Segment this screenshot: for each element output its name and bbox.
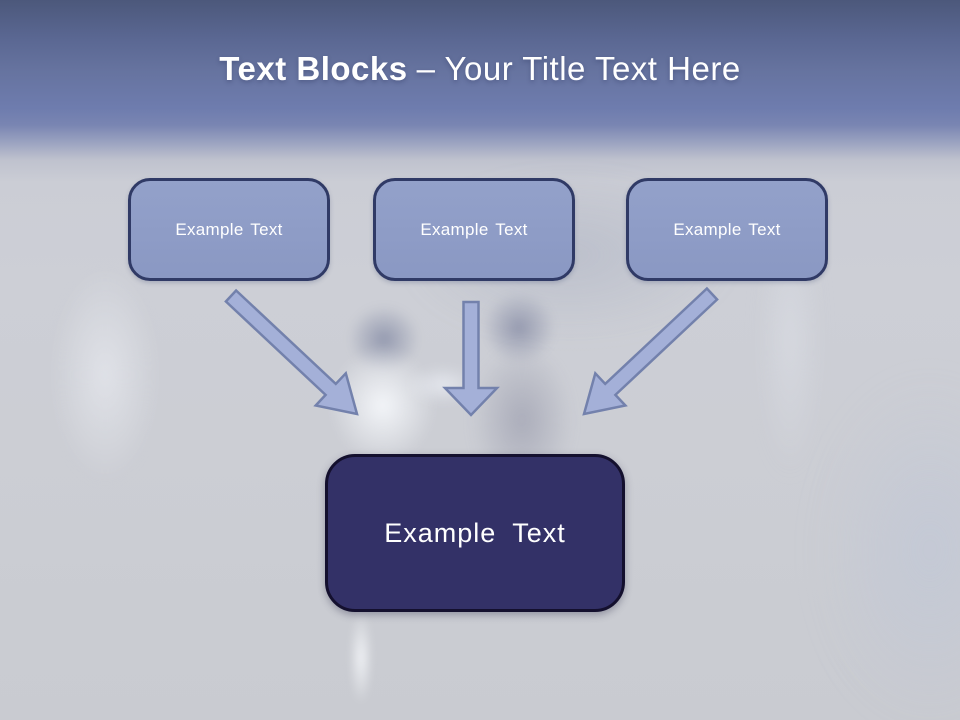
hub-text-block[interactable]: Example Text <box>325 454 625 612</box>
text-block-3[interactable]: Example Text <box>626 178 828 281</box>
text-block-2-label: Example Text <box>420 219 528 239</box>
hub-text-block-label: Example Text <box>384 517 566 548</box>
slide-title[interactable]: Text Blocks– Your Title Text Here <box>0 50 960 88</box>
arrow-down-icon[interactable] <box>442 300 500 417</box>
text-block-3-label: Example Text <box>673 219 781 239</box>
slide-title-rest: – Your Title Text Here <box>416 50 741 87</box>
text-block-1[interactable]: Example Text <box>128 178 330 281</box>
text-block-2[interactable]: Example Text <box>373 178 575 281</box>
arrow-down-right-icon[interactable] <box>224 288 359 416</box>
arrow-down-left-icon[interactable] <box>582 286 719 416</box>
slide-title-emphasis: Text Blocks <box>219 50 408 87</box>
text-block-1-label: Example Text <box>175 219 283 239</box>
